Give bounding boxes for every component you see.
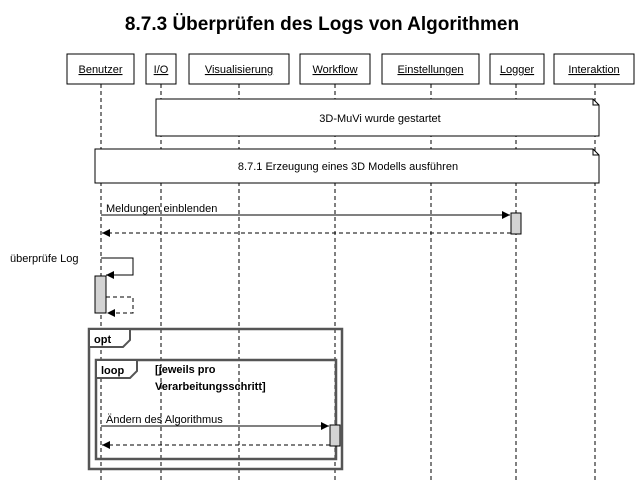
note-reference: 8.7.1 Erzeugung eines 3D Modells ausführ… [94, 148, 600, 184]
lifeline-label-einstellungen: Einstellungen [397, 64, 463, 76]
note-reference-text: 8.7.1 Erzeugung eines 3D Modells ausführ… [238, 161, 458, 173]
fragment-loop: loop [jeweils pro Verarbeitungsschritt] [94, 358, 338, 461]
note-started: 3D-MuVi wurde gestartet [155, 98, 600, 137]
lifeline-box-einstellungen [381, 53, 480, 85]
message-show-messages-label: Meldungen einblenden [106, 203, 217, 215]
lifeline-label-logger: Logger [500, 64, 535, 76]
fragment-opt-label: opt [94, 334, 111, 346]
message-check-log-return [106, 296, 134, 317]
lifeline-label-visualisierung: Visualisierung [205, 64, 273, 76]
lifeline-label-io: I/O [154, 64, 169, 76]
lifeline-box-interaktion [553, 53, 635, 85]
lifeline-label-benutzer: Benutzer [78, 64, 122, 76]
diagram-title: 8.7.3 Überprüfen des Logs von Algorithme… [125, 14, 519, 35]
fragment-loop-guard-line1: [jeweils pro [155, 364, 216, 376]
activation-benutzer [94, 275, 107, 314]
message-check-log-label: überprüfe Log [10, 253, 79, 265]
lifeline-heads [66, 53, 635, 85]
activation-logger [510, 212, 522, 235]
activation-workflow [329, 424, 341, 447]
message-change-algorithm-label: Ändern des Algorithmus [106, 414, 223, 426]
lifeline-box-visualisierung [188, 53, 290, 85]
lifeline-labels: Benutzer I/O Visualisierung Workflow Ein… [78, 64, 619, 76]
lifeline-label-interaktion: Interaktion [568, 64, 619, 76]
fragment-loop-label: loop [101, 365, 124, 377]
lifeline-label-workflow: Workflow [312, 64, 357, 76]
message-change-algorithm: Ändern des Algorithmus [101, 414, 329, 430]
lifeline-box-logger [489, 53, 545, 85]
fragment-loop-guard-line2: Verarbeitungsschritt] [155, 381, 266, 393]
lifeline-box-io [145, 53, 177, 85]
message-check-log: überprüfe Log [10, 253, 134, 279]
note-started-text: 3D-MuVi wurde gestartet [319, 113, 440, 125]
lifeline-box-benutzer [66, 53, 135, 85]
message-show-messages: Meldungen einblenden [101, 203, 510, 219]
lifeline-box-workflow [299, 53, 371, 85]
fragment-opt: opt [87, 327, 344, 471]
